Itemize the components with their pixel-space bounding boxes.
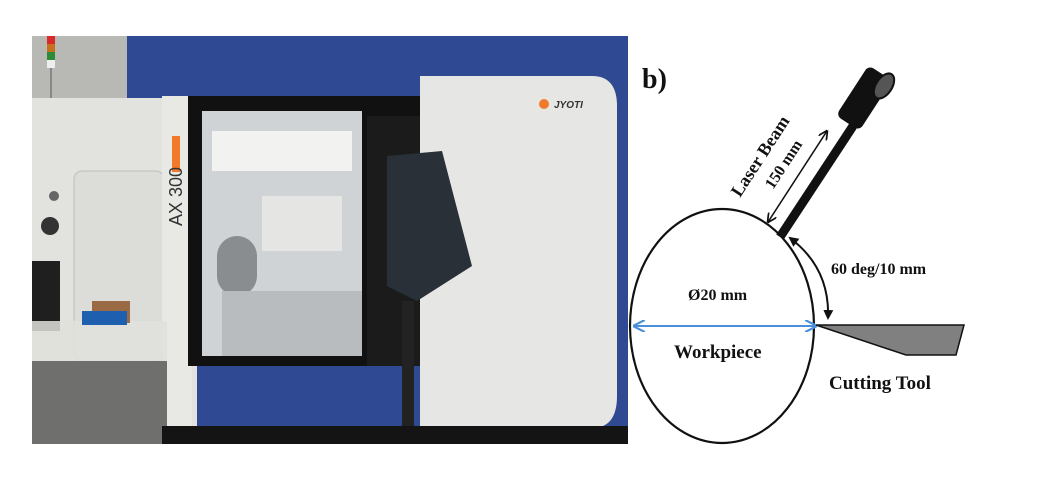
model-label: AX 300 bbox=[166, 167, 186, 226]
workpiece-label: Workpiece bbox=[674, 342, 762, 363]
laser-assisted-turning-schematic: b) Ø20 mm Workpiece Laser Beam 150 mm 60… bbox=[628, 0, 1061, 488]
angle-arc-arrow bbox=[788, 236, 834, 320]
panel-label: b) bbox=[642, 64, 667, 95]
machine-photo: AX 300 JYOTI bbox=[32, 36, 628, 444]
cutting-tool bbox=[815, 324, 965, 356]
orange-accent-label bbox=[172, 136, 180, 172]
angle-label: 60 deg/10 mm bbox=[831, 261, 927, 278]
cutting-tool-label: Cutting Tool bbox=[829, 373, 931, 394]
standoff-arrow bbox=[768, 131, 827, 222]
diameter-label: Ø20 mm bbox=[688, 287, 748, 304]
brand-label: JYOTI bbox=[554, 100, 583, 111]
